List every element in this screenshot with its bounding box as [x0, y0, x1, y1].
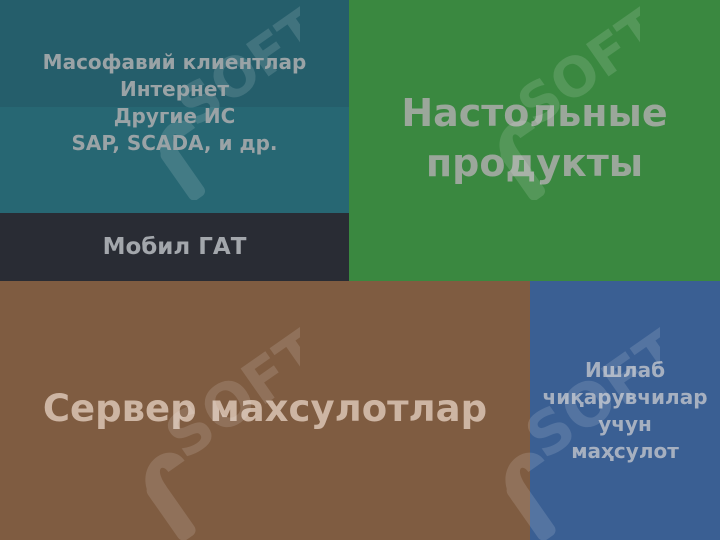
- producer-products-lines: Ишлаб чиқарувчилар учун маҳсулот: [542, 357, 707, 465]
- producer-line-2: чиқарувчилар: [542, 384, 708, 409]
- mobile-gis-label: Мобил ГАТ: [102, 234, 247, 260]
- remote-clients-line: Масофавий клиентлар: [42, 49, 307, 74]
- desktop-line-2: продукты: [425, 140, 644, 185]
- producer-line-4: маҳсулот: [571, 438, 679, 463]
- desktop-products-tile[interactable]: Настольные продукты: [349, 0, 720, 281]
- desktop-products-lines: Настольные продукты: [401, 88, 667, 188]
- mobile-gis-tile[interactable]: Мобил ГАТ: [0, 213, 349, 281]
- tile-band: [0, 107, 349, 213]
- server-products-label: Сервер махсулотлар: [42, 387, 488, 430]
- producer-line-1: Ишлаб: [584, 357, 666, 382]
- remote-clients-lines: Масофавий клиентлар Интернет Другие ИС S…: [43, 49, 307, 157]
- remote-clients-tile[interactable]: Масофавий клиентлар Интернет Другие ИС S…: [0, 0, 349, 213]
- producer-products-tile[interactable]: Ишлаб чиқарувчилар учун маҳсулот: [530, 281, 720, 540]
- internet-line: Интернет: [119, 76, 229, 101]
- sap-scada-line: SAP, SCADA, и др.: [71, 130, 278, 155]
- producer-line-3: учун: [598, 411, 652, 436]
- desktop-line-1: Настольные: [401, 90, 668, 135]
- other-is-line: Другие ИС: [113, 103, 236, 128]
- server-products-tile[interactable]: Сервер махсулотлар: [0, 281, 530, 540]
